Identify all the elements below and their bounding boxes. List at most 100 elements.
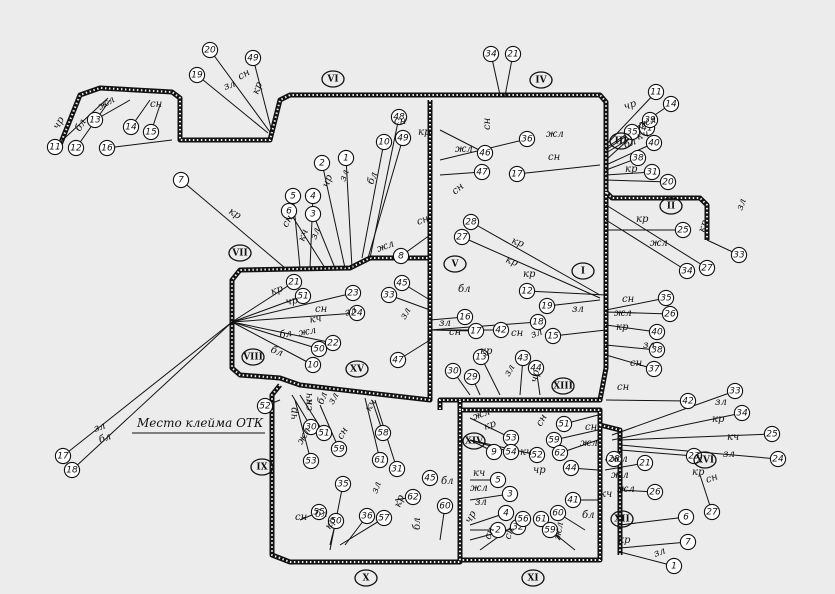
terminal: 49 bbox=[244, 49, 262, 67]
conductor-code: сн bbox=[450, 181, 466, 197]
terminal-circle bbox=[514, 349, 532, 367]
conductor-code: бл bbox=[365, 171, 380, 186]
terminal: 45 bbox=[393, 274, 411, 292]
terminal-circle bbox=[528, 446, 546, 464]
wire bbox=[470, 221, 601, 296]
terminal-circle bbox=[508, 165, 526, 183]
conductor-code: бл bbox=[412, 518, 423, 530]
panel-label-text: XII bbox=[614, 515, 629, 525]
wire bbox=[605, 324, 658, 333]
terminal-circle bbox=[502, 443, 520, 461]
panel-label: XV bbox=[345, 360, 369, 378]
conductor-code: кр bbox=[480, 346, 493, 357]
terminal: 52 bbox=[256, 397, 274, 415]
terminal: 24 bbox=[769, 450, 787, 468]
terminal: 17 bbox=[508, 165, 526, 183]
terminal-circle bbox=[532, 510, 550, 528]
panel-label-circle bbox=[551, 377, 575, 395]
wire bbox=[619, 551, 675, 567]
terminal-number: 35 bbox=[626, 128, 638, 138]
terminal-number: 49 bbox=[397, 134, 409, 144]
panel-label-text: IX bbox=[256, 463, 267, 473]
conductor-code: зл bbox=[343, 304, 358, 318]
terminal-number: 33 bbox=[733, 251, 745, 261]
terminal-number: 40 bbox=[651, 328, 663, 338]
terminal: 60 bbox=[549, 504, 567, 522]
terminal-circle bbox=[551, 444, 569, 462]
terminal-number: 52 bbox=[259, 402, 271, 412]
conductor-code: сн bbox=[534, 412, 550, 428]
terminal-number: 61 bbox=[374, 456, 385, 466]
terminal: 31 bbox=[388, 460, 406, 478]
conductor-code: кр bbox=[250, 80, 265, 96]
terminal-circle bbox=[476, 144, 494, 162]
terminal: 5 bbox=[284, 187, 302, 205]
terminal-number: 59 bbox=[548, 436, 560, 446]
terminal-number: 3 bbox=[507, 490, 513, 500]
terminal-circle bbox=[421, 469, 439, 487]
terminal: 42 bbox=[492, 321, 510, 339]
terminal-number: 6 bbox=[683, 513, 689, 523]
terminal-number: 30 bbox=[447, 367, 459, 377]
panel-label-text: XVI bbox=[696, 456, 714, 466]
terminal: 58 bbox=[374, 424, 392, 442]
terminal-circle bbox=[348, 304, 366, 322]
conductor-code: кр bbox=[523, 269, 536, 280]
conductor-code: кр bbox=[482, 418, 498, 433]
conductor-code: кч bbox=[600, 489, 612, 500]
terminal: 59 bbox=[541, 521, 559, 539]
terminal-circle bbox=[280, 202, 298, 220]
terminal-circle bbox=[313, 154, 331, 172]
conductor-code: зл bbox=[475, 497, 487, 508]
terminal-circle bbox=[698, 259, 716, 277]
terminal: 54 bbox=[502, 443, 520, 461]
terminal: 28 bbox=[462, 213, 480, 231]
conductor-code: сн bbox=[617, 382, 629, 393]
terminal-number: 47 bbox=[392, 356, 404, 366]
conductor-code: бл bbox=[279, 328, 293, 341]
conductor-code: бл bbox=[582, 510, 594, 521]
terminal: 55 bbox=[310, 503, 328, 521]
terminal: 25 bbox=[674, 221, 692, 239]
conductor-code: кч bbox=[296, 228, 311, 243]
terminal-circle bbox=[86, 111, 104, 129]
conductor-code: зл bbox=[92, 420, 107, 434]
conductor-code: зл bbox=[643, 340, 655, 351]
panel-label-text: X bbox=[363, 574, 370, 584]
terminal: 40 bbox=[648, 323, 666, 341]
conductor-code: кр bbox=[618, 535, 631, 546]
terminal: 47 bbox=[473, 163, 491, 181]
terminal-circle bbox=[733, 404, 751, 422]
terminal-number: 51 bbox=[297, 292, 308, 302]
terminal: 22 bbox=[324, 334, 342, 352]
terminal: 59 bbox=[330, 440, 348, 458]
terminal-number: 20 bbox=[204, 46, 216, 56]
terminal-number: 27 bbox=[701, 264, 713, 274]
terminal-circle bbox=[142, 123, 160, 141]
conductor-code: зл bbox=[308, 226, 322, 241]
conductor-code: жл bbox=[298, 325, 317, 339]
conductor-code: жл bbox=[611, 470, 629, 481]
terminal-circle bbox=[310, 340, 328, 358]
conductor-code: чр bbox=[289, 407, 300, 420]
panel-label-circle bbox=[241, 348, 265, 366]
terminal-number: 26 bbox=[664, 310, 676, 320]
terminal-number: 54 bbox=[505, 448, 517, 458]
terminal-circle bbox=[374, 424, 392, 442]
panel-label: XVI bbox=[693, 451, 717, 469]
wire bbox=[339, 517, 385, 546]
wire bbox=[526, 290, 607, 296]
conductor-code: зл bbox=[723, 449, 735, 460]
terminal-circle bbox=[462, 213, 480, 231]
terminal: 17 bbox=[467, 322, 485, 340]
conductor-code: сн bbox=[630, 358, 642, 369]
conductor-code: сн bbox=[548, 152, 560, 163]
terminal-number: 45 bbox=[424, 474, 436, 484]
terminal-number: 59 bbox=[333, 445, 345, 455]
terminal-number: 25 bbox=[677, 226, 689, 236]
terminal-number: 25 bbox=[766, 430, 778, 440]
terminal-number: 43 bbox=[517, 354, 529, 364]
terminal-number: 49 bbox=[247, 54, 259, 64]
terminal-number: 21 bbox=[288, 278, 299, 288]
